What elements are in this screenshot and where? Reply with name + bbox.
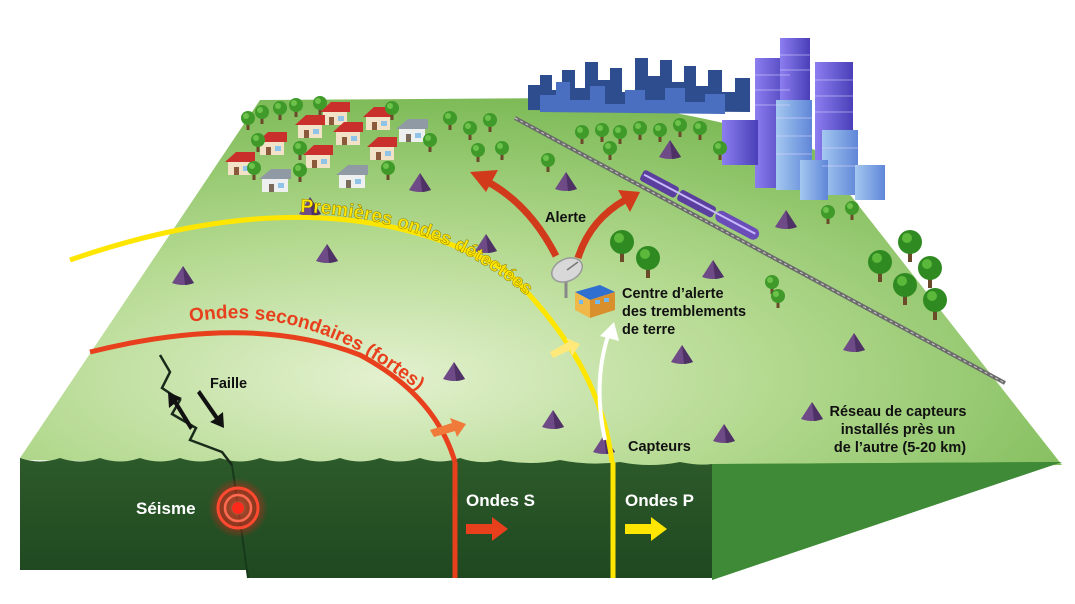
s-wave-front <box>89 330 458 463</box>
train-icon <box>640 170 760 240</box>
sensor-to-center-arrow <box>597 329 612 441</box>
railway <box>514 116 1006 385</box>
fault-arrow-up-icon <box>168 392 193 430</box>
alert-center-building-icon <box>575 285 615 318</box>
ground-front-face <box>20 458 712 578</box>
p-wave-direction-arrow <box>550 338 580 358</box>
satellite-dish-icon <box>551 257 583 298</box>
capteurs-label: Capteurs <box>628 439 691 455</box>
city-skyline <box>528 58 750 114</box>
seisme-label: Séisme <box>136 499 196 518</box>
alert-arrows <box>470 170 640 260</box>
city-towers <box>722 38 885 200</box>
faille-label: Faille <box>210 376 247 392</box>
p-wave-arrow <box>625 517 667 541</box>
ondes-p-label: Ondes P <box>625 491 694 510</box>
fault-arrow-down-icon <box>197 390 224 428</box>
epicenter-target-icon <box>208 478 268 538</box>
ondes-s-label: Ondes S <box>466 491 535 510</box>
fault-line <box>158 354 233 466</box>
alert-center-label: Centre d’alerte des tremblements de terr… <box>622 286 750 338</box>
s-wave-arrow <box>466 517 508 541</box>
p-wave-front <box>69 214 615 463</box>
alerte-label: Alerte <box>545 210 586 226</box>
s-wave-direction-arrow <box>430 418 466 437</box>
sensor-network-label: Réseau de capteurs installés près un de … <box>829 404 970 456</box>
